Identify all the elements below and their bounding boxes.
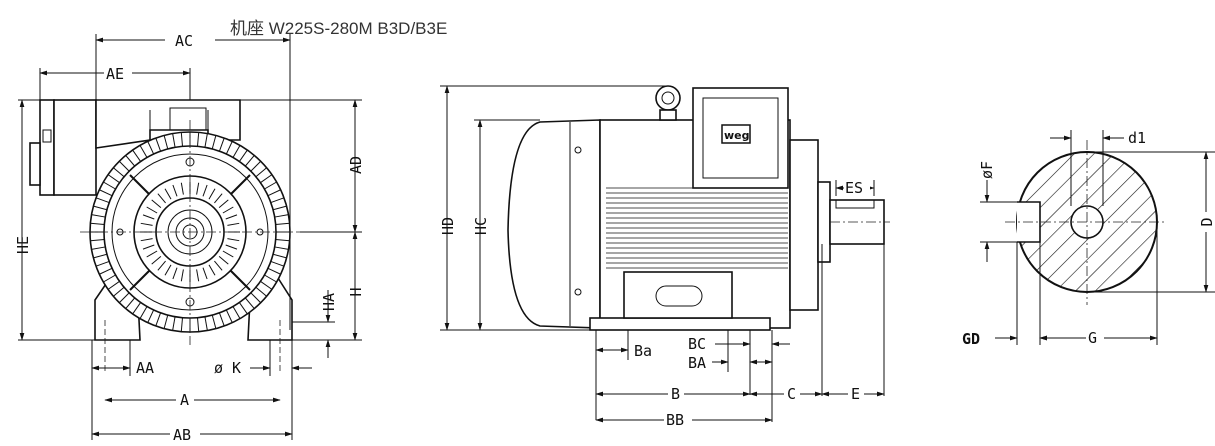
- label-ae: AE: [106, 65, 124, 83]
- label-k: ø K: [214, 359, 241, 377]
- label-ha: HA: [320, 293, 338, 311]
- side-fins: [606, 187, 788, 269]
- label-ab: AB: [173, 426, 191, 444]
- eyebolt: [655, 85, 681, 111]
- label-ba-small: Ba: [634, 342, 652, 360]
- label-d1: d1: [1128, 129, 1146, 147]
- side-view: weg HD HC ES: [439, 85, 890, 429]
- label-of: øF: [978, 161, 996, 179]
- side-feet: [589, 317, 771, 331]
- label-c: C: [787, 385, 796, 403]
- label-hc: HC: [472, 217, 490, 235]
- label-bb: BB: [666, 411, 684, 429]
- label-ac: AC: [175, 32, 193, 50]
- shaft-section: d1 øF D GD G: [962, 129, 1215, 348]
- label-e: E: [851, 385, 860, 403]
- label-g: G: [1088, 329, 1097, 347]
- label-aa: AA: [136, 359, 154, 377]
- cooling-fins: [90, 132, 290, 332]
- drawing-title: 机座 W225S-280M B3D/B3E: [230, 19, 448, 38]
- label-bc: BC: [688, 335, 706, 353]
- weg-logo: weg: [724, 129, 750, 142]
- label-b: B: [671, 385, 680, 403]
- drive-endshield: [789, 139, 819, 311]
- label-a: A: [180, 391, 189, 409]
- label-gd: GD: [962, 330, 980, 348]
- label-ad: AD: [347, 156, 365, 174]
- label-ba: BA: [688, 354, 706, 372]
- front-view: AC AE AD H HE HA AA ø: [14, 30, 365, 444]
- label-d: D: [1198, 217, 1215, 226]
- terminal-box: [29, 99, 97, 196]
- label-h: H: [347, 287, 365, 296]
- label-es: ES: [845, 179, 863, 197]
- label-hd: HD: [439, 217, 457, 235]
- fan-cover: [507, 119, 601, 329]
- label-he: HE: [14, 236, 32, 254]
